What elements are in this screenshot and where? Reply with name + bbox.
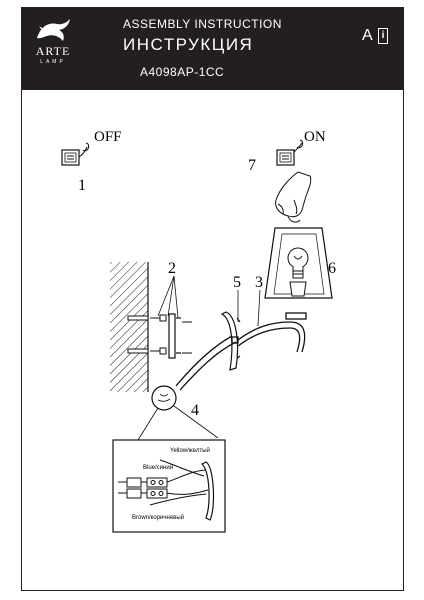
step-2: 2 xyxy=(168,260,176,277)
wire-blue-label: Blue/синий xyxy=(143,464,173,471)
switch-on-icon xyxy=(276,139,304,166)
header-bar: ARTE LAMP ASSEMBLY INSTRUCTION ИНСТРУКЦИ… xyxy=(22,8,403,90)
step-7: 7 xyxy=(248,157,256,174)
step-6: 6 xyxy=(328,260,336,277)
canopy-section xyxy=(200,461,215,521)
terminal-block-icon xyxy=(118,477,168,499)
bulb-icon xyxy=(287,247,309,297)
canopy xyxy=(220,311,241,371)
detail-circle xyxy=(151,385,177,411)
label-off: OFF xyxy=(94,129,122,145)
arte-logo-icon xyxy=(37,19,70,41)
language-badge: A i xyxy=(362,27,406,47)
mounting-plate xyxy=(168,313,181,359)
model-number: A4098AP-1CC xyxy=(140,65,225,79)
lang-letter: A xyxy=(362,27,373,44)
leader-2 xyxy=(157,275,179,319)
info-icon: i xyxy=(378,28,388,44)
step-5: 5 xyxy=(233,274,241,291)
hand-icon xyxy=(275,171,312,223)
step-1: 1 xyxy=(78,177,86,194)
brand-name: ARTE xyxy=(35,44,71,58)
step-4: 4 xyxy=(191,402,199,419)
brand-sub: LAMP xyxy=(40,59,66,65)
wall-hatching xyxy=(110,262,148,392)
title-russian: ИНСТРУКЦИЯ xyxy=(123,35,254,54)
wall-anchors xyxy=(127,314,192,355)
label-on: ON xyxy=(304,129,326,145)
wire-brown-label: Brown/коричневый xyxy=(132,514,184,521)
switch-off-icon xyxy=(61,142,90,166)
wires xyxy=(149,459,209,506)
lamp-arm xyxy=(175,312,307,391)
leader-5-3 xyxy=(237,289,261,327)
step-3: 3 xyxy=(255,274,263,291)
title-english: ASSEMBLY INSTRUCTION xyxy=(123,17,282,31)
wire-yellow-label: Yellow/желтый xyxy=(170,447,210,454)
